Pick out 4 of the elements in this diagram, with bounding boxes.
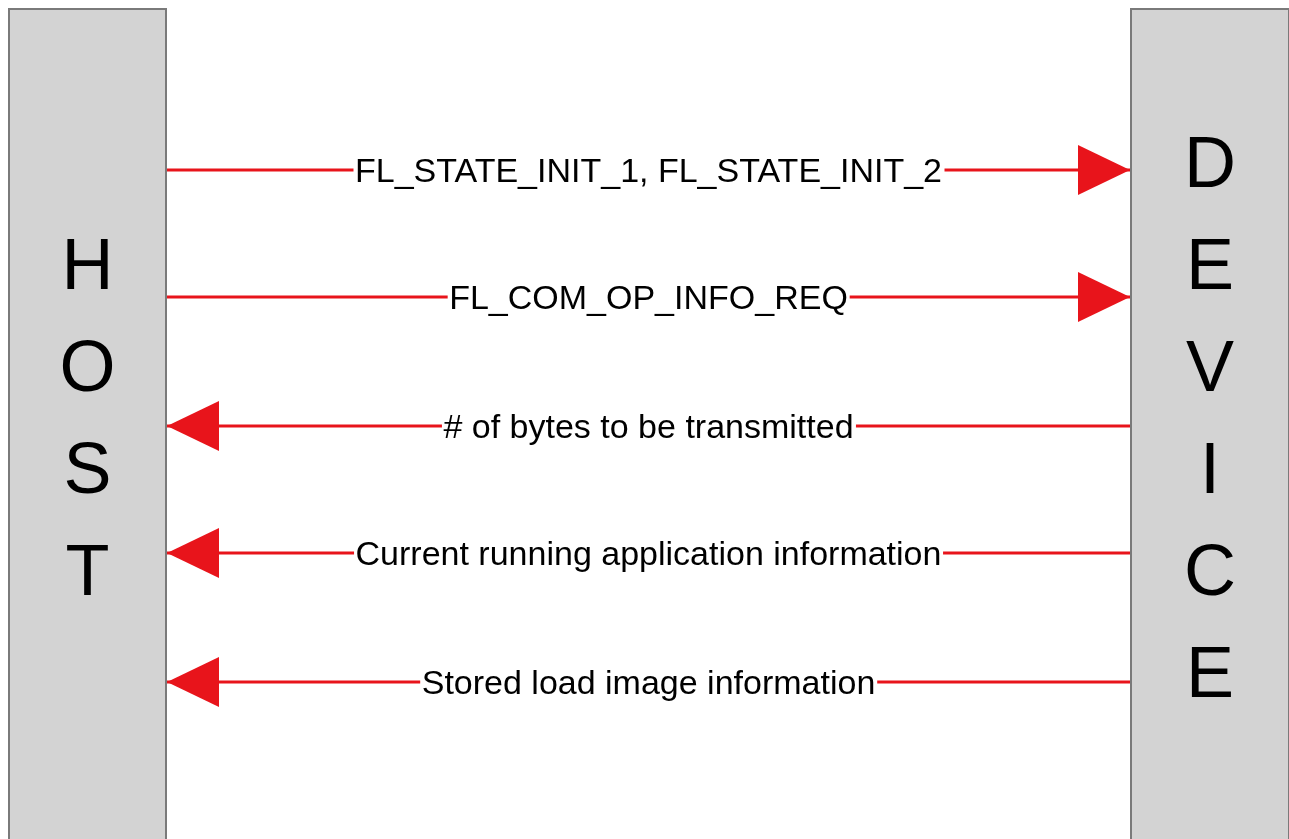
participant-bar (1130, 8, 1289, 839)
participant-label: HOST (51, 224, 124, 632)
participant-label: DEVICE (1174, 122, 1246, 734)
participant-bar (8, 8, 167, 839)
